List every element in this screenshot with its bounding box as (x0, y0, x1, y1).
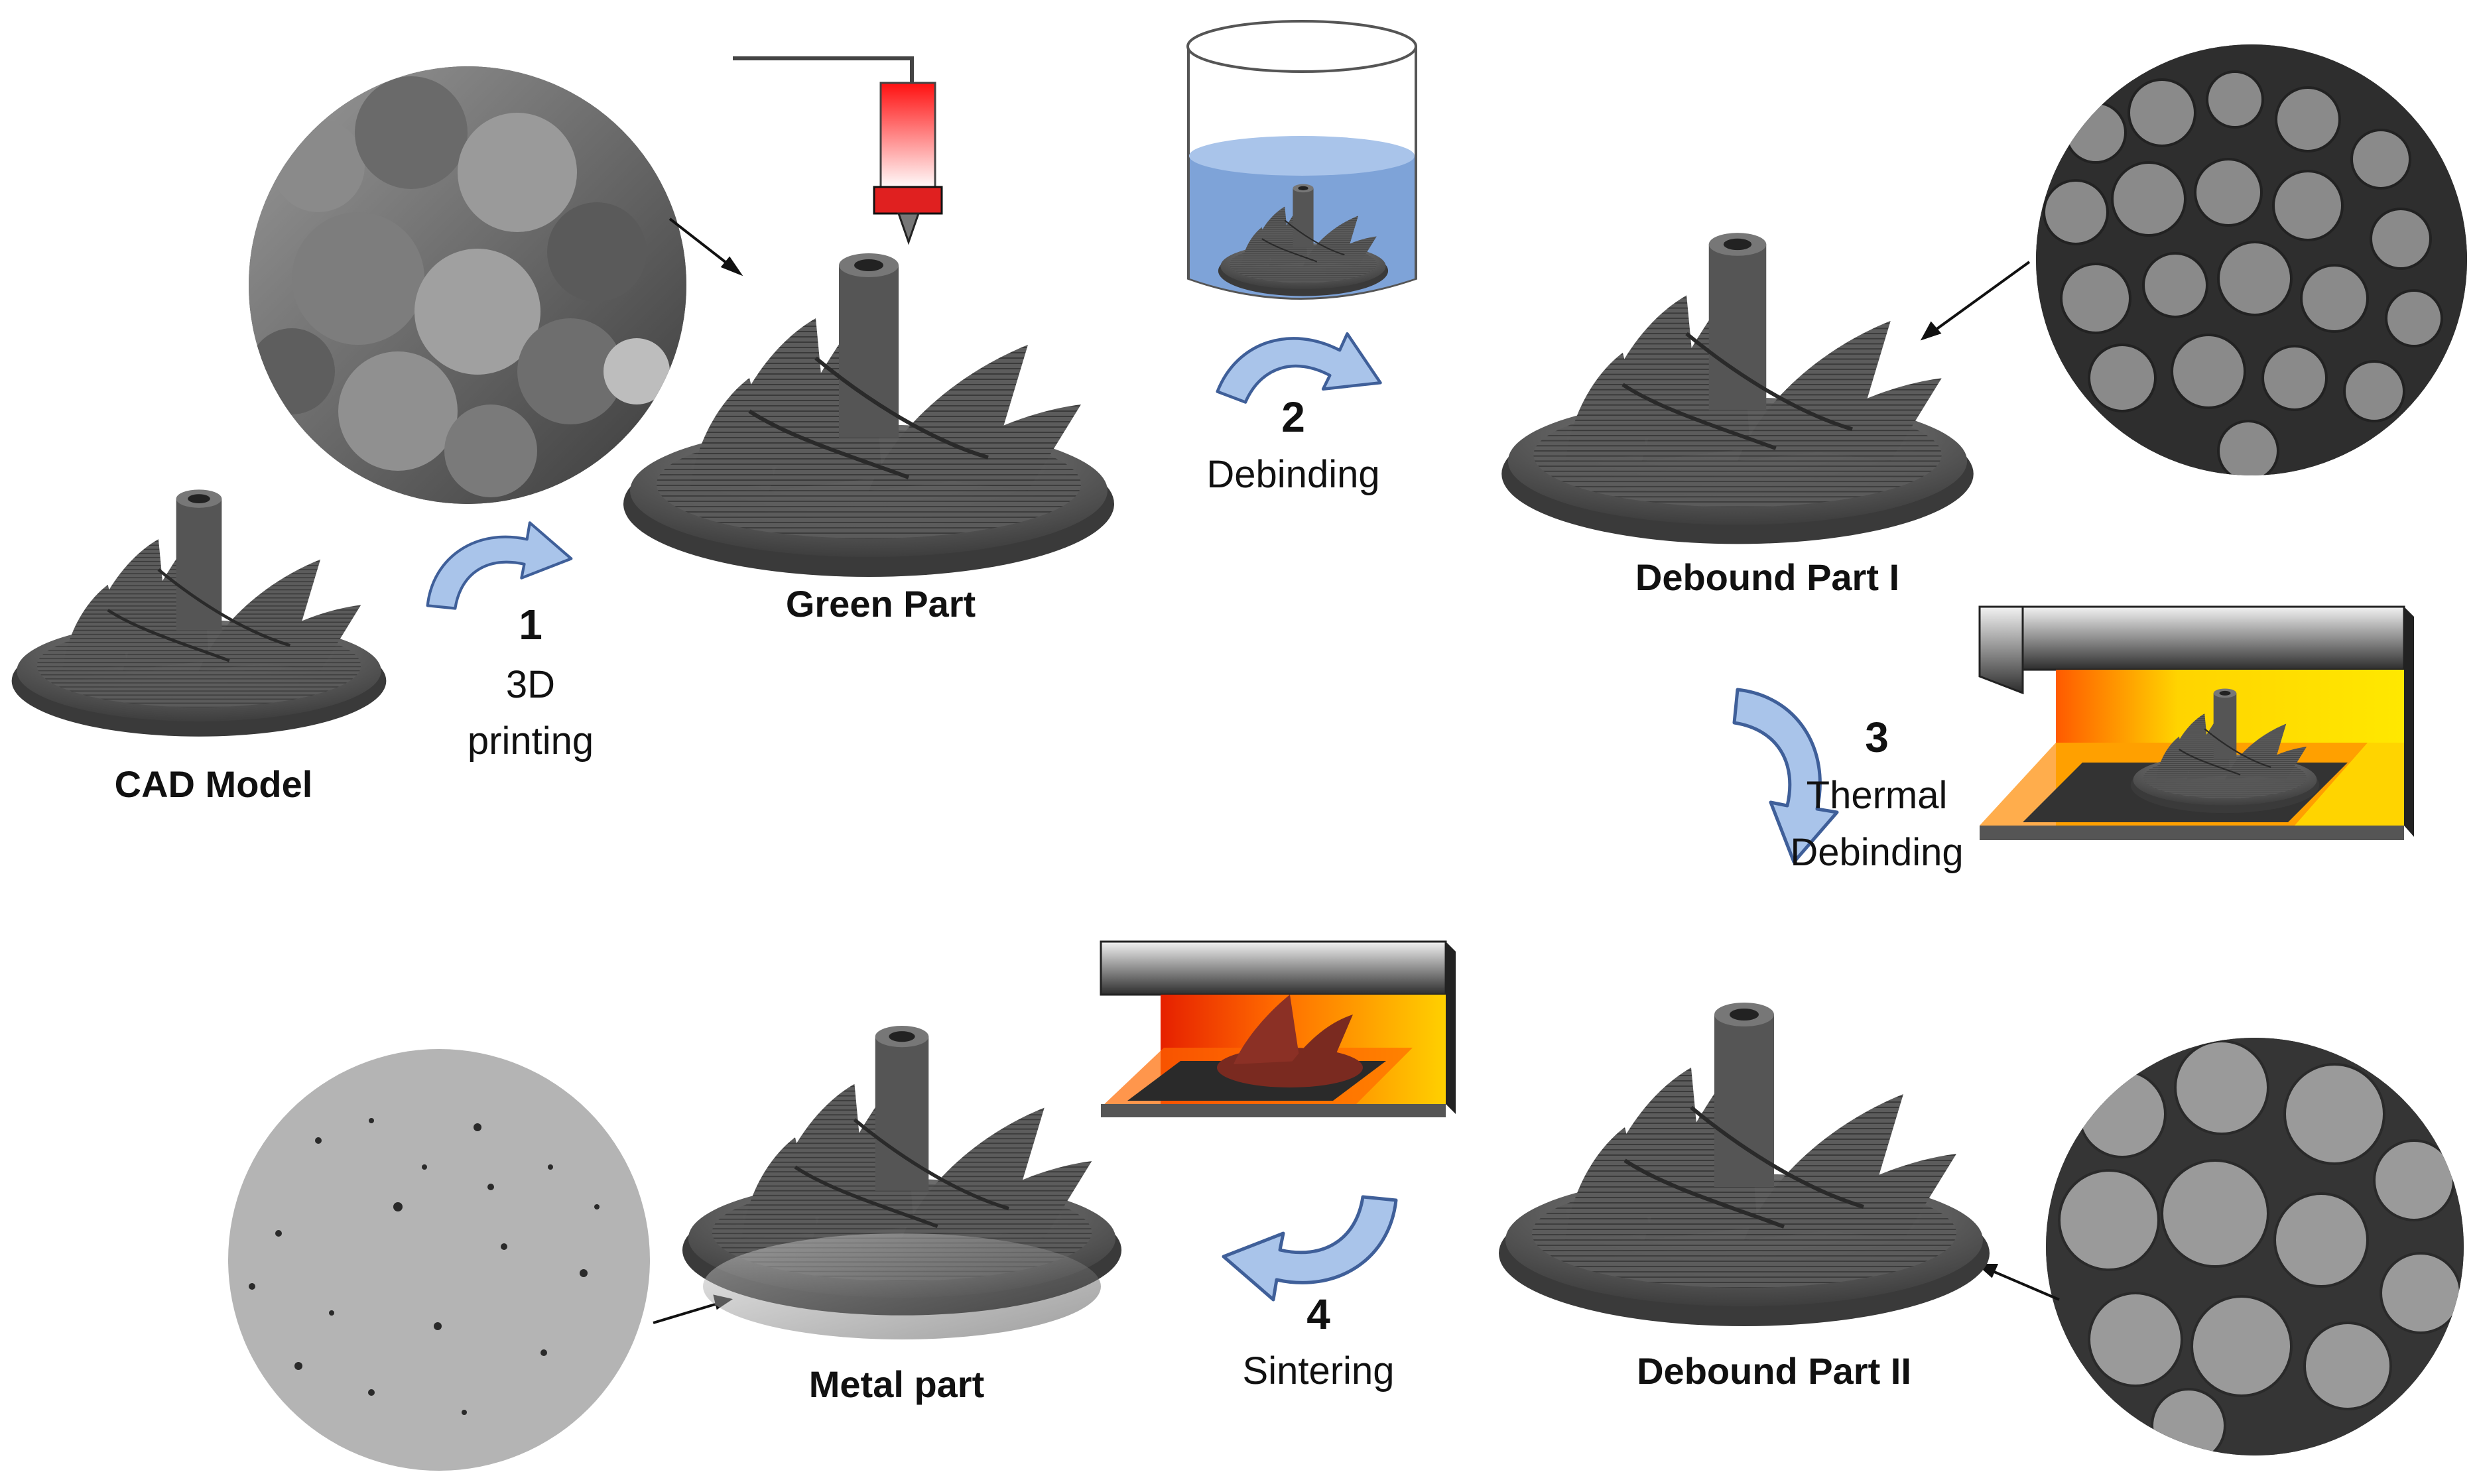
step-4-arrow (1224, 1197, 1396, 1300)
step-3-name-line2: Debinding (1790, 831, 1964, 874)
step-3-number: 3 (1865, 713, 1889, 761)
furnace-icon (1978, 605, 2414, 840)
print-nozzle-icon (733, 56, 943, 245)
step-1-number: 1 (519, 601, 542, 649)
green-part-impeller (623, 253, 1114, 577)
step-4-name-line1: Sintering (1242, 1349, 1395, 1392)
step-3-name-line1: Thermal (1806, 774, 1948, 817)
debound-part-2-impeller (1499, 1003, 1990, 1326)
debound-part-2-label: Debound Part II (1637, 1350, 1911, 1392)
green-part-label: Green Part (785, 583, 976, 625)
step-1-name-line2: printing (467, 719, 594, 763)
sintering-furnace-icon (1100, 940, 1456, 1117)
green-part-micrograph (249, 66, 686, 504)
step-2-name-line1: Debinding (1206, 453, 1380, 496)
step-4-number: 4 (1306, 1290, 1330, 1338)
beaker-icon (1186, 20, 1417, 300)
debound-part-2-micrograph (2046, 1038, 2464, 1455)
debound-part-1-micrograph (2036, 44, 2467, 475)
debound-part-1-label: Debound Part I (1635, 556, 1900, 598)
metal-part-label: Metal part (808, 1363, 985, 1405)
step-2-number: 2 (1281, 393, 1305, 441)
debound-part-1-impeller (1501, 233, 1974, 544)
step-1-arrow (428, 523, 572, 608)
metal-part-micrograph (228, 1049, 650, 1471)
cad-model-impeller (12, 489, 387, 736)
metal-part-impeller (682, 1026, 1121, 1339)
cad-model-label: CAD Model (114, 763, 313, 805)
step-1-name-line1: 3D (505, 663, 556, 706)
